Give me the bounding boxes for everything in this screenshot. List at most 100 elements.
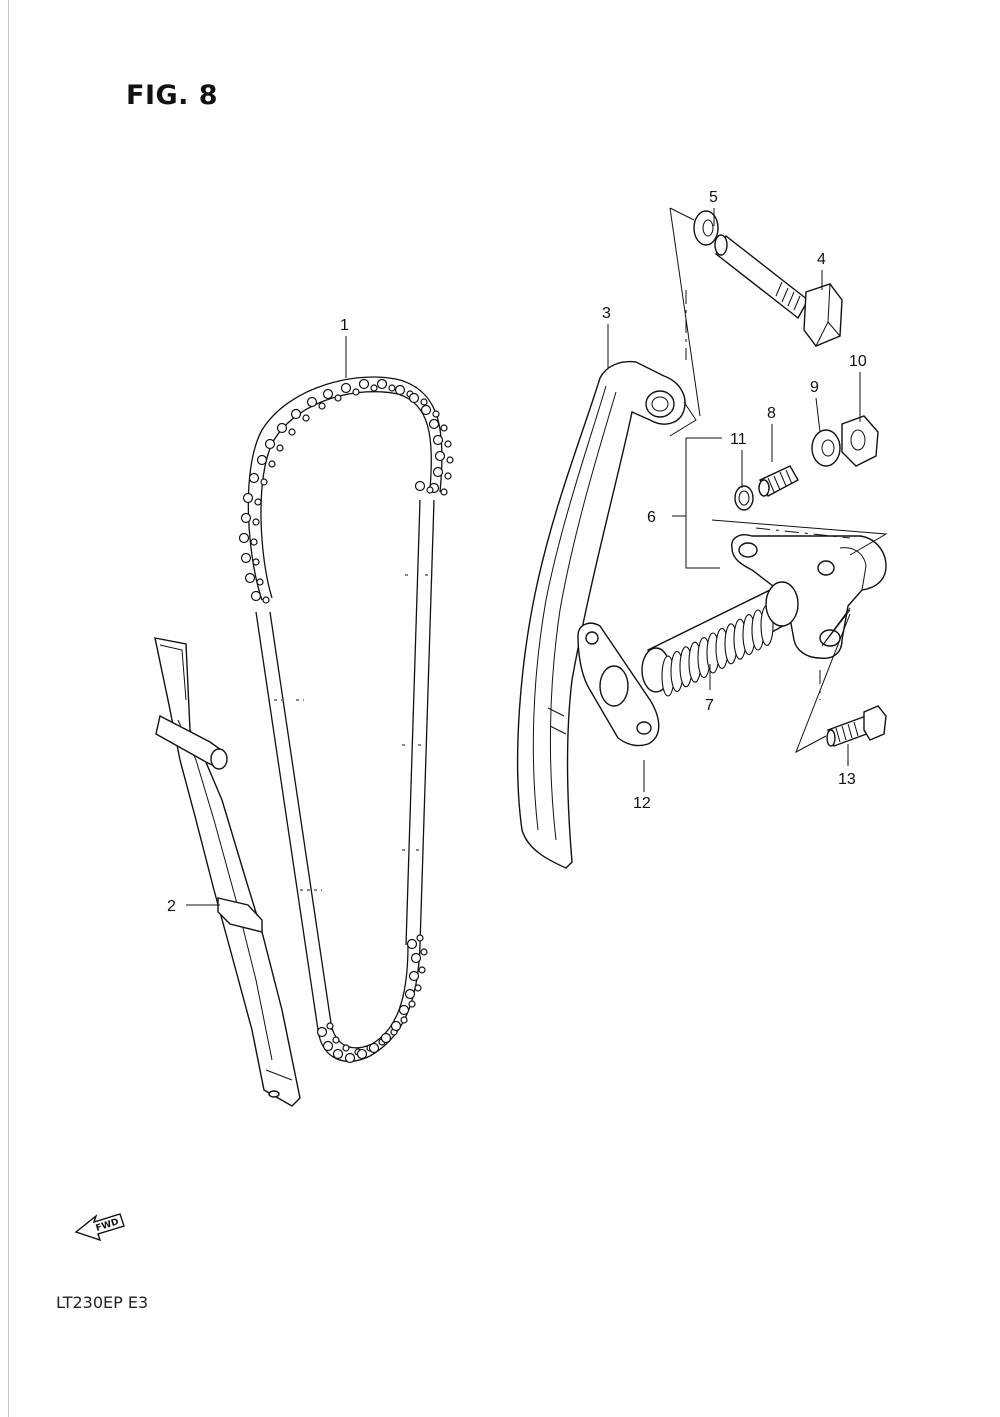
chain-roller (238, 532, 250, 544)
chain-roller (446, 456, 454, 464)
chain-roller (256, 454, 268, 466)
chain-roller (414, 984, 422, 992)
chain-roller (332, 1036, 340, 1044)
callout-labels: 1 2 3 4 5 6 7 8 9 10 11 12 13 (167, 189, 867, 915)
chain-roller (252, 518, 260, 526)
callout-9: 9 (810, 379, 819, 396)
chain-roller (414, 480, 426, 492)
chain-roller (432, 410, 440, 418)
callout-3: 3 (602, 305, 611, 322)
callout-8: 8 (767, 405, 776, 422)
chain-roller (342, 1044, 350, 1052)
tensioner-body[interactable] (731, 534, 887, 659)
callout-1: 1 (340, 317, 349, 334)
chain-roller (444, 440, 452, 448)
chain-roller (244, 572, 256, 584)
tensioner-adjuster[interactable] (641, 581, 799, 697)
chain-roller (240, 512, 252, 524)
washer-5[interactable] (693, 210, 719, 246)
chain-roller (400, 1016, 408, 1024)
gasket[interactable] (577, 622, 660, 747)
washer-9[interactable] (811, 429, 841, 467)
chain-roller (276, 444, 284, 452)
nut-10[interactable] (841, 415, 879, 467)
chain-roller (248, 472, 260, 484)
chain-roller (262, 596, 270, 604)
chain-roller (404, 988, 416, 1000)
chain-links-top (238, 378, 454, 604)
chain-roller (380, 1032, 392, 1044)
callout-13: 13 (838, 771, 856, 788)
chain-roller (240, 552, 252, 564)
chain-roller (276, 422, 288, 434)
chain-roller (242, 492, 254, 504)
chain-roller (268, 460, 276, 468)
chain-roller (356, 1048, 368, 1060)
chain-roller (440, 488, 448, 496)
chain-roller (256, 578, 264, 586)
chain-roller (444, 472, 452, 480)
figure-title: FIG. 8 (126, 80, 219, 111)
chain-roller (440, 424, 448, 432)
callout-5: 5 (709, 189, 718, 206)
stud-bolt[interactable] (758, 465, 799, 497)
callout-7: 7 (705, 697, 714, 714)
chain-roller (432, 466, 444, 478)
chain-roller (332, 1048, 344, 1060)
chain-roller (368, 1042, 380, 1054)
chain-roller (344, 1052, 356, 1064)
chain-roller (394, 384, 406, 396)
chain-roller (260, 478, 268, 486)
chain-roller (302, 414, 310, 422)
spring-coils (661, 604, 774, 697)
chain-roller (426, 486, 434, 494)
chain-roller (352, 388, 360, 396)
chain-roller (420, 404, 432, 416)
chain-tensioner-arm[interactable] (516, 360, 686, 869)
chain-roller (428, 418, 440, 430)
chain-roller (420, 398, 428, 406)
chain-roller (250, 538, 258, 546)
callout-10: 10 (849, 353, 867, 370)
o-ring[interactable] (734, 485, 754, 511)
callout-11: 11 (730, 431, 747, 448)
chain-roller (264, 438, 276, 450)
chain-roller (408, 1000, 416, 1008)
page-edge-line (8, 0, 9, 1417)
cam-chain[interactable] (238, 376, 454, 1064)
chain-roller (408, 392, 420, 404)
chain-roller (370, 384, 378, 392)
pivot-bolt[interactable] (714, 234, 843, 347)
chain-roller (432, 434, 444, 446)
chain-roller (334, 394, 342, 402)
bolt-13[interactable] (826, 705, 887, 747)
chain-roller (252, 558, 260, 566)
chain-roller (416, 934, 424, 942)
chain-roller (288, 428, 296, 436)
chain-roller (290, 408, 302, 420)
chain-roller (318, 402, 326, 410)
chain-roller (326, 1022, 334, 1030)
chain-links-bottom (316, 934, 428, 1064)
callout-4: 4 (817, 251, 826, 268)
chain-roller (306, 396, 318, 408)
chain-roller (254, 498, 262, 506)
chain-roller (376, 378, 388, 390)
chain-roller (388, 384, 396, 392)
chain-roller (420, 948, 428, 956)
callout-6: 6 (647, 509, 656, 526)
model-code: LT230EP E3 (56, 1293, 149, 1312)
chain-roller (406, 938, 418, 950)
chain-roller (250, 590, 262, 602)
chain-roller (408, 970, 420, 982)
chain-guide[interactable] (154, 637, 301, 1107)
chain-roller (322, 388, 334, 400)
chain-roller (322, 1040, 334, 1052)
chain-roller (418, 966, 426, 974)
fwd-arrow-icon: FWD (74, 1213, 125, 1242)
callout-2: 2 (167, 898, 176, 915)
chain-roller (340, 382, 352, 394)
chain-roller (410, 952, 422, 964)
chain-roller (390, 1020, 402, 1032)
